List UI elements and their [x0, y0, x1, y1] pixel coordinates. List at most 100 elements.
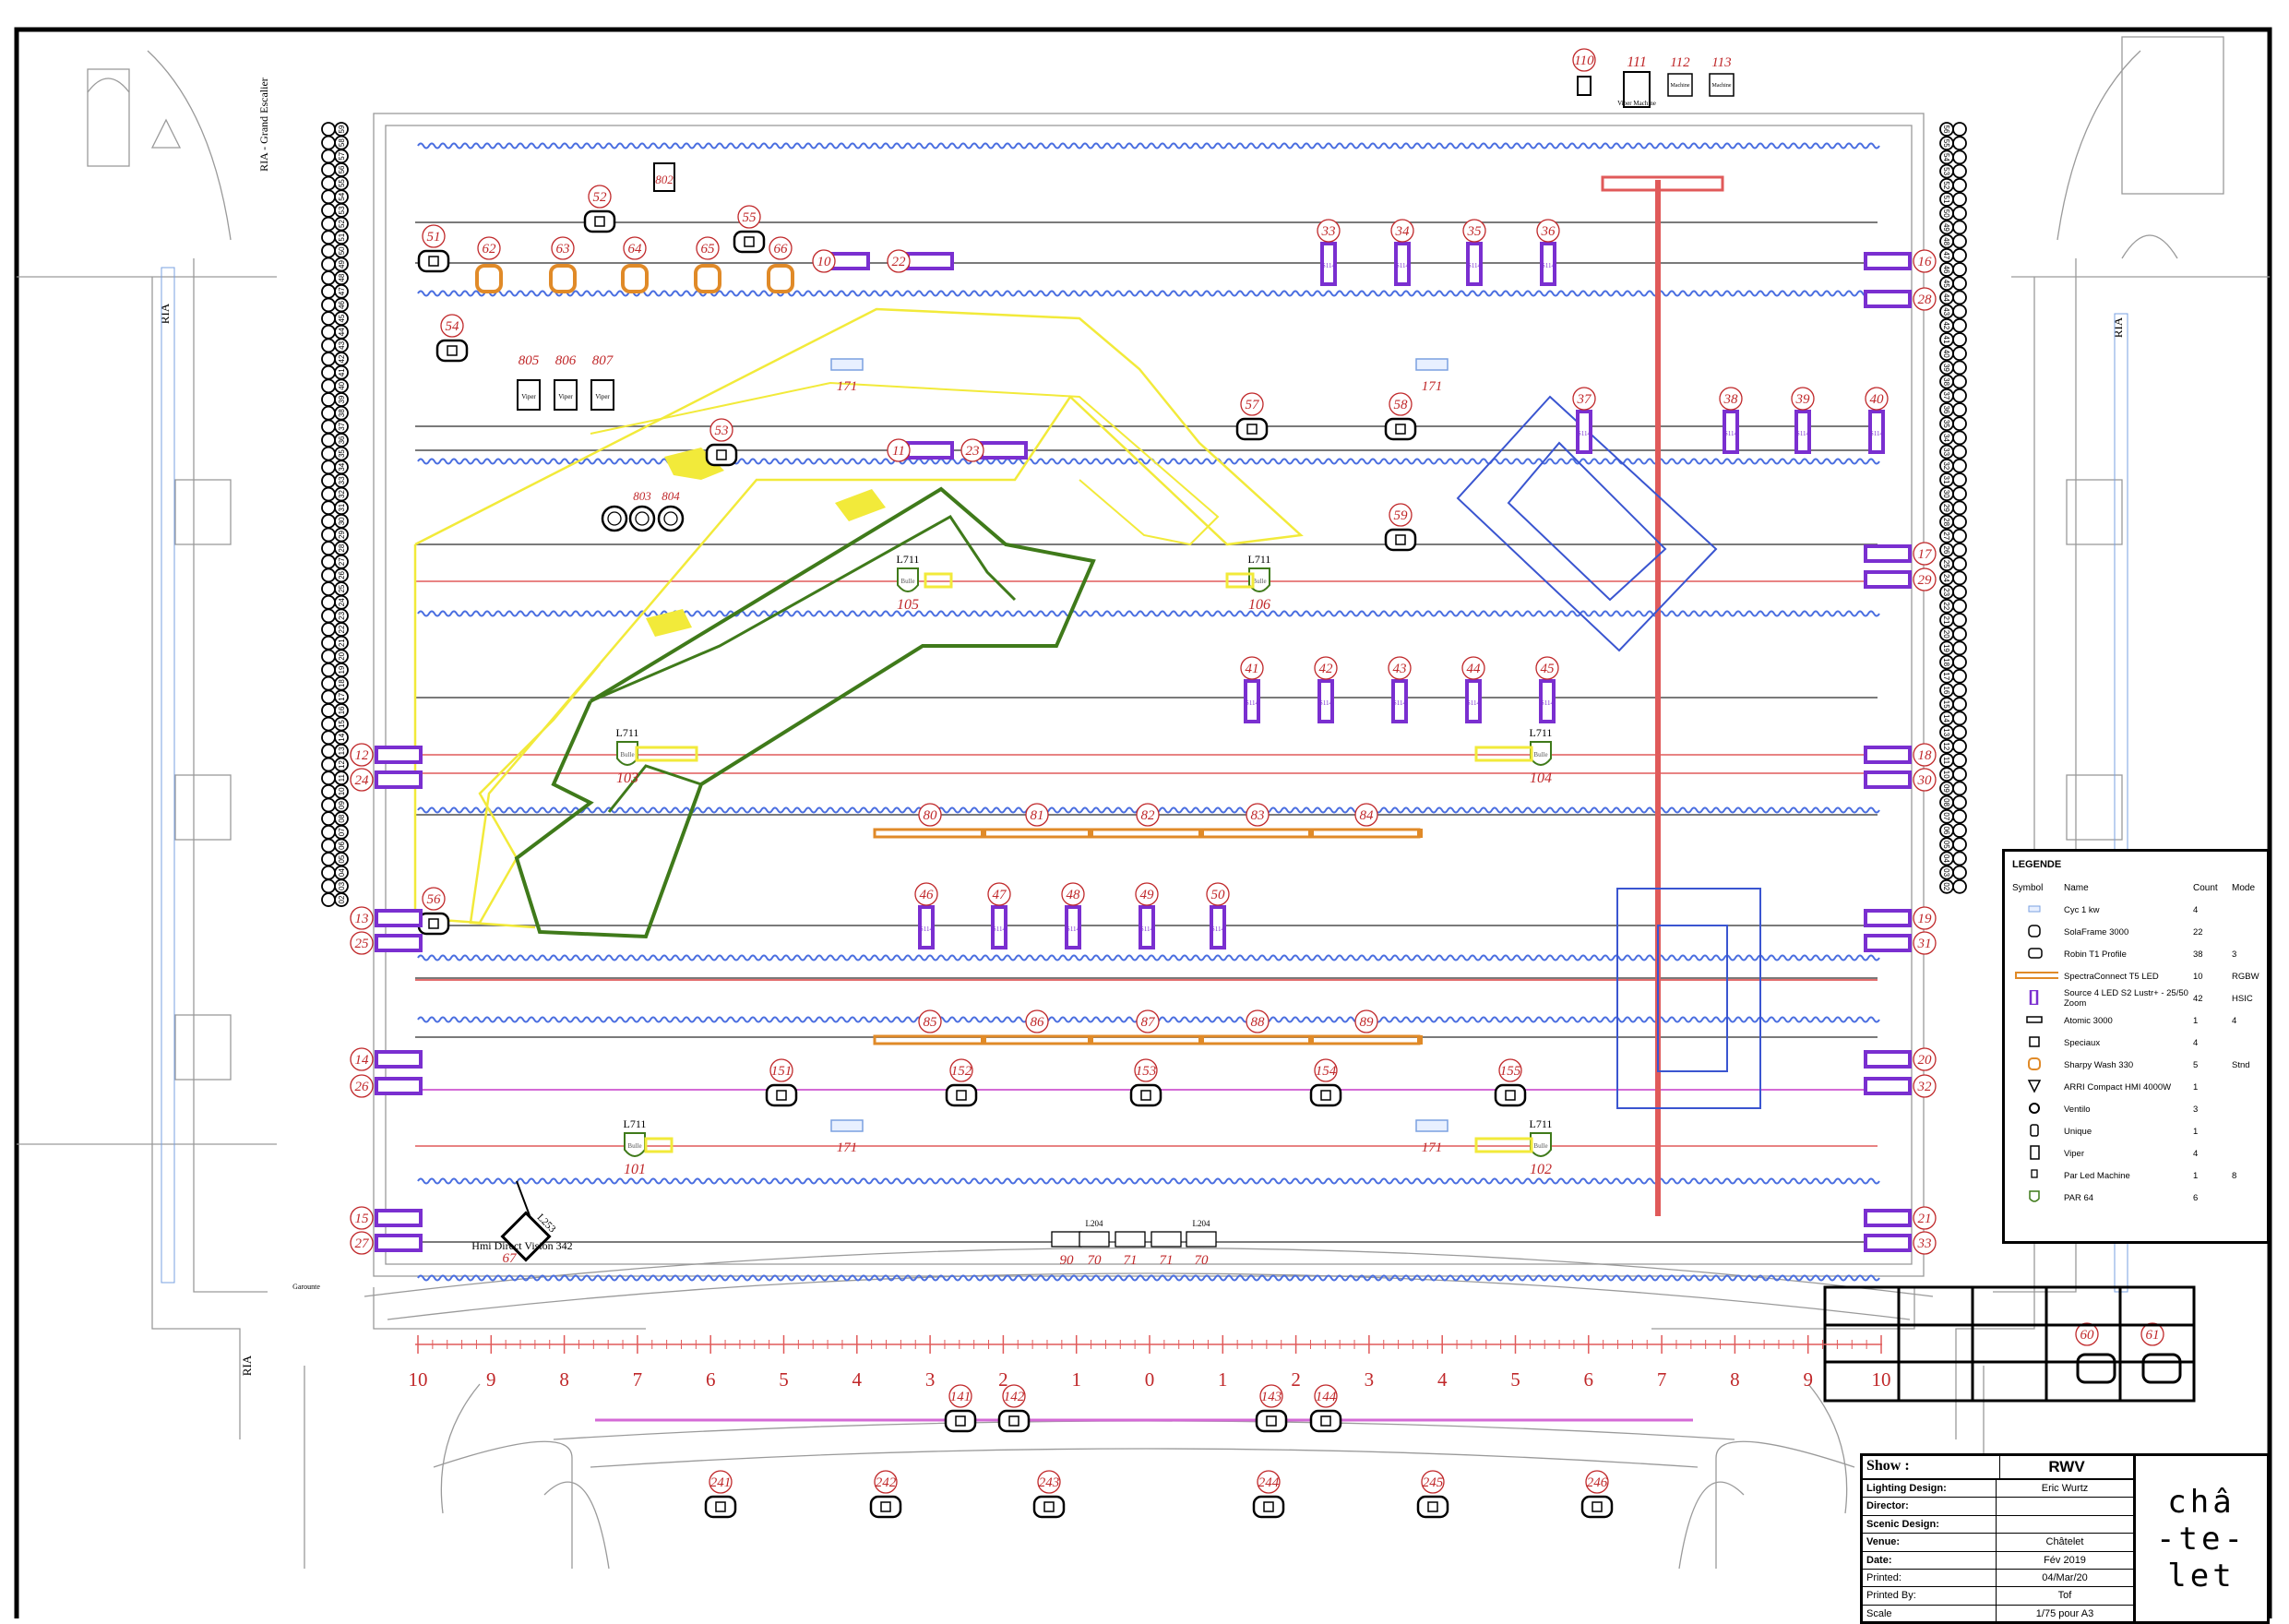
bar-number-left-circle — [321, 581, 336, 596]
spectra-row1-83: 83 — [1251, 808, 1265, 823]
robin-141-label-circle — [948, 1384, 972, 1408]
bar-number-right: 28 — [1942, 518, 1950, 526]
legend-count: 42 — [2193, 993, 2203, 1004]
lustr-48-label: 48 — [1067, 888, 1081, 902]
lustr-10-label: 10 — [817, 255, 832, 269]
lustr-45-label: 45 — [1541, 662, 1556, 676]
legend-symbol-icon — [2012, 924, 2064, 941]
bar-number-right-circle — [1952, 177, 1967, 193]
robin-153-label: 153 — [1136, 1064, 1157, 1079]
lustr-48-icon — [1065, 905, 1081, 949]
bar-number-right-circle — [1952, 247, 1967, 263]
robin-144-label-circle — [1314, 1384, 1338, 1408]
title-block-row: Printed By:Tof — [1863, 1587, 2133, 1606]
viper-text: Viper — [595, 393, 610, 400]
bar-number-right-circle — [1952, 598, 1967, 614]
spectra-row2-joint — [981, 1035, 986, 1045]
lustr-35-icon — [1466, 242, 1483, 286]
bar-number-right-circle — [1952, 753, 1967, 768]
scale-label: 0 — [1145, 1368, 1155, 1391]
bar-number-left-circle — [321, 162, 336, 177]
bar-number-left-circle — [321, 135, 336, 150]
fixture-802-label: 802 — [655, 173, 674, 186]
lustr-10-label-circle — [812, 249, 836, 273]
spectra-row2-joint — [1417, 1035, 1423, 1045]
bar-number-left: 59 — [338, 125, 346, 133]
lustr-36-label-circle — [1536, 219, 1560, 243]
lustr-r-16-label-circle — [1913, 249, 1937, 273]
robin-144-icon — [1309, 1409, 1342, 1433]
robin-141-icon — [944, 1409, 977, 1433]
legend-header-mode: Mode — [2232, 883, 2256, 893]
par-106-sub: Bulle — [1252, 578, 1266, 585]
bar-number-left-circle — [321, 446, 336, 461]
bar-number-right-circle — [1952, 416, 1967, 432]
spectra-row1-joint — [981, 829, 986, 838]
scale-label: 9 — [486, 1368, 496, 1391]
venue-logo: châ -te- let — [2136, 1456, 2267, 1621]
bar-number-left-circle — [321, 608, 336, 624]
title-block-value: 1/75 pour A3 — [2035, 1607, 2094, 1619]
robin-57-label-circle — [1240, 392, 1264, 416]
robin-242-label-circle — [874, 1470, 898, 1494]
viper-icon — [554, 379, 578, 411]
legend-mode: HSIC — [2232, 993, 2253, 1004]
bar-number-right-circle — [1952, 878, 1967, 894]
set-outline-green-3 — [607, 764, 702, 813]
legend-symbol-icon — [2012, 1144, 2064, 1163]
bar-number-right: 26 — [1942, 546, 1950, 555]
bar-number-left: 14 — [338, 733, 346, 741]
robin-152-icon — [945, 1083, 978, 1107]
bar-number-left-circle — [321, 270, 336, 286]
robin-53-label: 53 — [715, 424, 729, 438]
legend-name: Speciaux — [2064, 1037, 2101, 1048]
robin-55-icon — [733, 230, 766, 254]
bar-number-right: 07 — [1942, 812, 1950, 820]
lustr-11-icon — [906, 441, 954, 460]
par-103-tag: L711 — [616, 726, 639, 739]
spectra-row2-85: 85 — [924, 1015, 938, 1030]
bar-number-right: 14 — [1942, 714, 1950, 722]
set-outline-green — [514, 486, 1096, 939]
bar-number-right: 50 — [1942, 209, 1950, 218]
truss-grid — [1823, 1285, 2196, 1403]
lustr-r-21-icon — [1864, 1209, 1912, 1227]
lustr-47-icon — [991, 905, 1007, 949]
scale-label: 1 — [1218, 1368, 1228, 1391]
lustr-42-label-circle — [1314, 656, 1338, 680]
lustr-34-label: 34 — [1395, 224, 1411, 239]
spectra-row1-bar — [873, 828, 1421, 839]
spectra-row1-82-circle — [1136, 803, 1160, 827]
bar-number-right: 16 — [1942, 687, 1950, 695]
legend-symbol-icon — [2012, 1167, 2064, 1185]
robin-241-label: 241 — [710, 1475, 732, 1490]
lustr-46-icon — [918, 905, 935, 949]
lustr-42-label: 42 — [1319, 662, 1334, 676]
bar-number-left: 45 — [338, 314, 346, 322]
robin-155-label-circle — [1498, 1058, 1522, 1082]
robin-53-lens-icon — [716, 449, 727, 460]
bar-number-right-circle — [1952, 332, 1967, 347]
bar-number-right: 09 — [1942, 784, 1950, 793]
bar-number-left-circle — [321, 824, 336, 840]
lustr-r-20-label: 20 — [1918, 1053, 1933, 1068]
robin-143-lens-icon — [1266, 1415, 1277, 1427]
scenic-item-label: 90 — [1060, 1253, 1075, 1268]
legend-symbol-icon — [2012, 1189, 2064, 1207]
viper-icon — [590, 379, 614, 411]
lustr-40-label-circle — [1865, 387, 1889, 411]
lustr-37-tag: S114 — [1578, 430, 1592, 437]
bar-number-left: 39 — [338, 395, 346, 403]
spectra-row1-joint — [1198, 829, 1204, 838]
bar-number-right: 35 — [1942, 420, 1950, 428]
lustr-r-29-label-circle — [1913, 567, 1937, 591]
bar-number-left: 07 — [338, 828, 346, 836]
bar-number-right-circle — [1952, 472, 1967, 487]
legend-mode: 3 — [2232, 949, 2237, 960]
robin-244-icon — [1252, 1495, 1285, 1519]
set-outline-yellow-2 — [413, 544, 601, 925]
bar-number-right-circle — [1952, 122, 1967, 137]
spectra-row1-82: 82 — [1141, 808, 1156, 823]
